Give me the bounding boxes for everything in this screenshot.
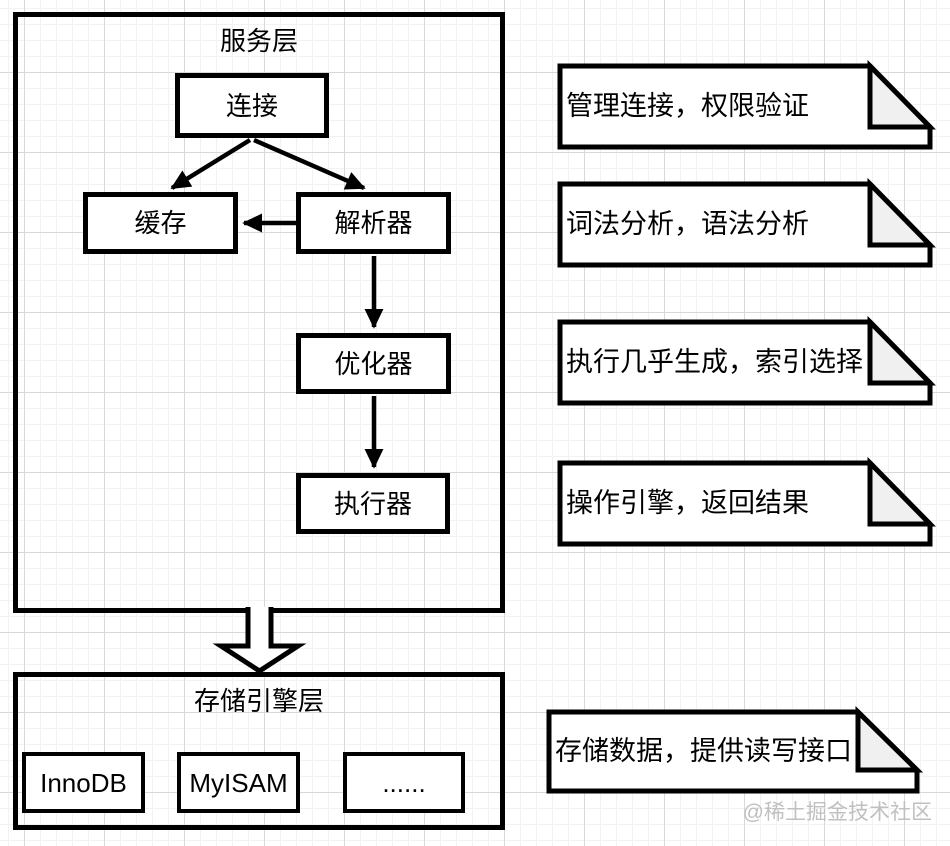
engine-myisam: MyISAM — [177, 752, 300, 813]
node-parser: 解析器 — [296, 192, 451, 254]
node-optimizer: 优化器 — [296, 333, 451, 394]
node-cache: 缓存 — [83, 192, 238, 254]
storage-layer-title: 存储引擎层 — [193, 686, 324, 716]
big-down-arrow — [212, 607, 307, 674]
node-connection: 连接 — [175, 73, 329, 138]
note-storage-io: 存储数据，提供读写接口 — [555, 735, 852, 766]
service-layer-title: 服务层 — [219, 26, 298, 56]
note-lexical-syntax: 词法分析，语法分析 — [566, 208, 809, 239]
note-plan-index: 执行几乎生成，索引选择 — [566, 346, 863, 377]
watermark: @稀土掘金技术社区 — [742, 801, 932, 824]
engine-others: ...... — [343, 752, 465, 813]
node-executor: 执行器 — [296, 473, 450, 534]
engine-innodb: InnoDB — [22, 752, 145, 813]
storage-layer-box — [13, 672, 505, 830]
note-manage-connection: 管理连接，权限验证 — [566, 90, 809, 121]
note-operate-engine: 操作引擎，返回结果 — [566, 487, 809, 518]
